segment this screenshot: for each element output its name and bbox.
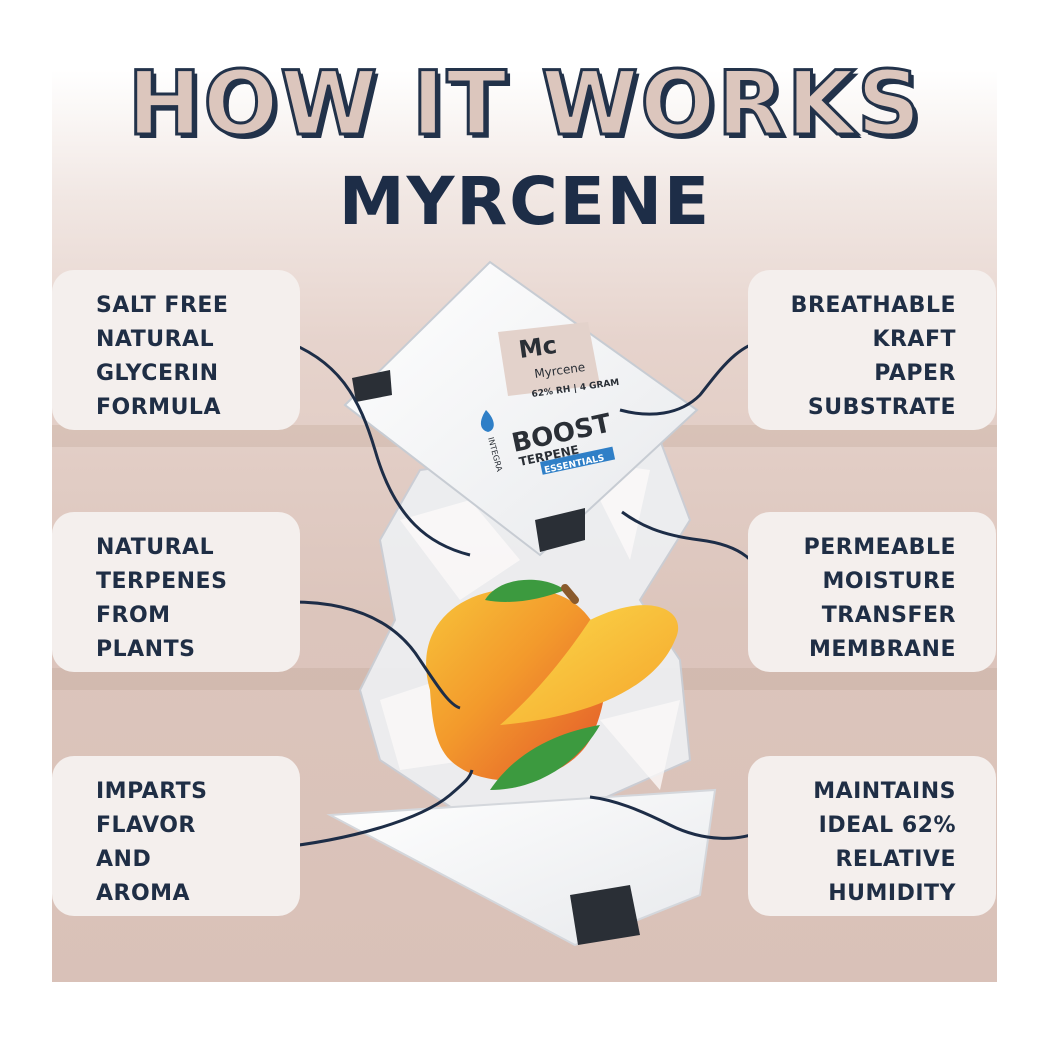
connector-line <box>619 338 773 416</box>
feature-card-flavor: IMPARTS FLAVOR AND AROMA <box>52 756 300 916</box>
top-packet <box>343 260 699 557</box>
feature-card-membrane: PERMEABLE MOISTURE TRANSFER MEMBRANE <box>748 512 996 672</box>
page-title: HOW IT WORKS <box>126 52 923 155</box>
connector-line <box>281 338 471 557</box>
feature-text: NATURAL TERPENES FROM PLANTS <box>96 535 228 662</box>
feature-card-substrate: BREATHABLE KRAFT PAPER SUBSTRATE <box>748 270 996 430</box>
page-subtitle: MYRCENE <box>338 163 712 240</box>
feature-card-glycerin: SALT FREE NATURAL GLYCERIN FORMULA <box>52 270 300 430</box>
feature-text: SALT FREE NATURAL GLYCERIN FORMULA <box>96 293 229 420</box>
feature-card-humidity: MAINTAINS IDEAL 62% RELATIVE HUMIDITY <box>748 756 996 916</box>
feature-text: PERMEABLE MOISTURE TRANSFER MEMBRANE <box>803 535 956 662</box>
mango-fruit <box>426 579 679 790</box>
feature-text: MAINTAINS IDEAL 62% RELATIVE HUMIDITY <box>813 779 956 906</box>
brand-badge-bg <box>539 446 616 475</box>
element-symbol: Mc <box>517 331 559 364</box>
bottom-packet <box>326 788 717 947</box>
feature-text: BREATHABLE KRAFT PAPER SUBSTRATE <box>790 293 956 420</box>
droplet-icon <box>480 410 494 432</box>
connector-line <box>274 769 474 850</box>
feature-card-terpenes: NATURAL TERPENES FROM PLANTS <box>52 512 300 672</box>
connector-line <box>589 795 773 840</box>
feature-text: IMPARTS FLAVOR AND AROMA <box>96 779 208 906</box>
connector-line <box>281 600 461 710</box>
